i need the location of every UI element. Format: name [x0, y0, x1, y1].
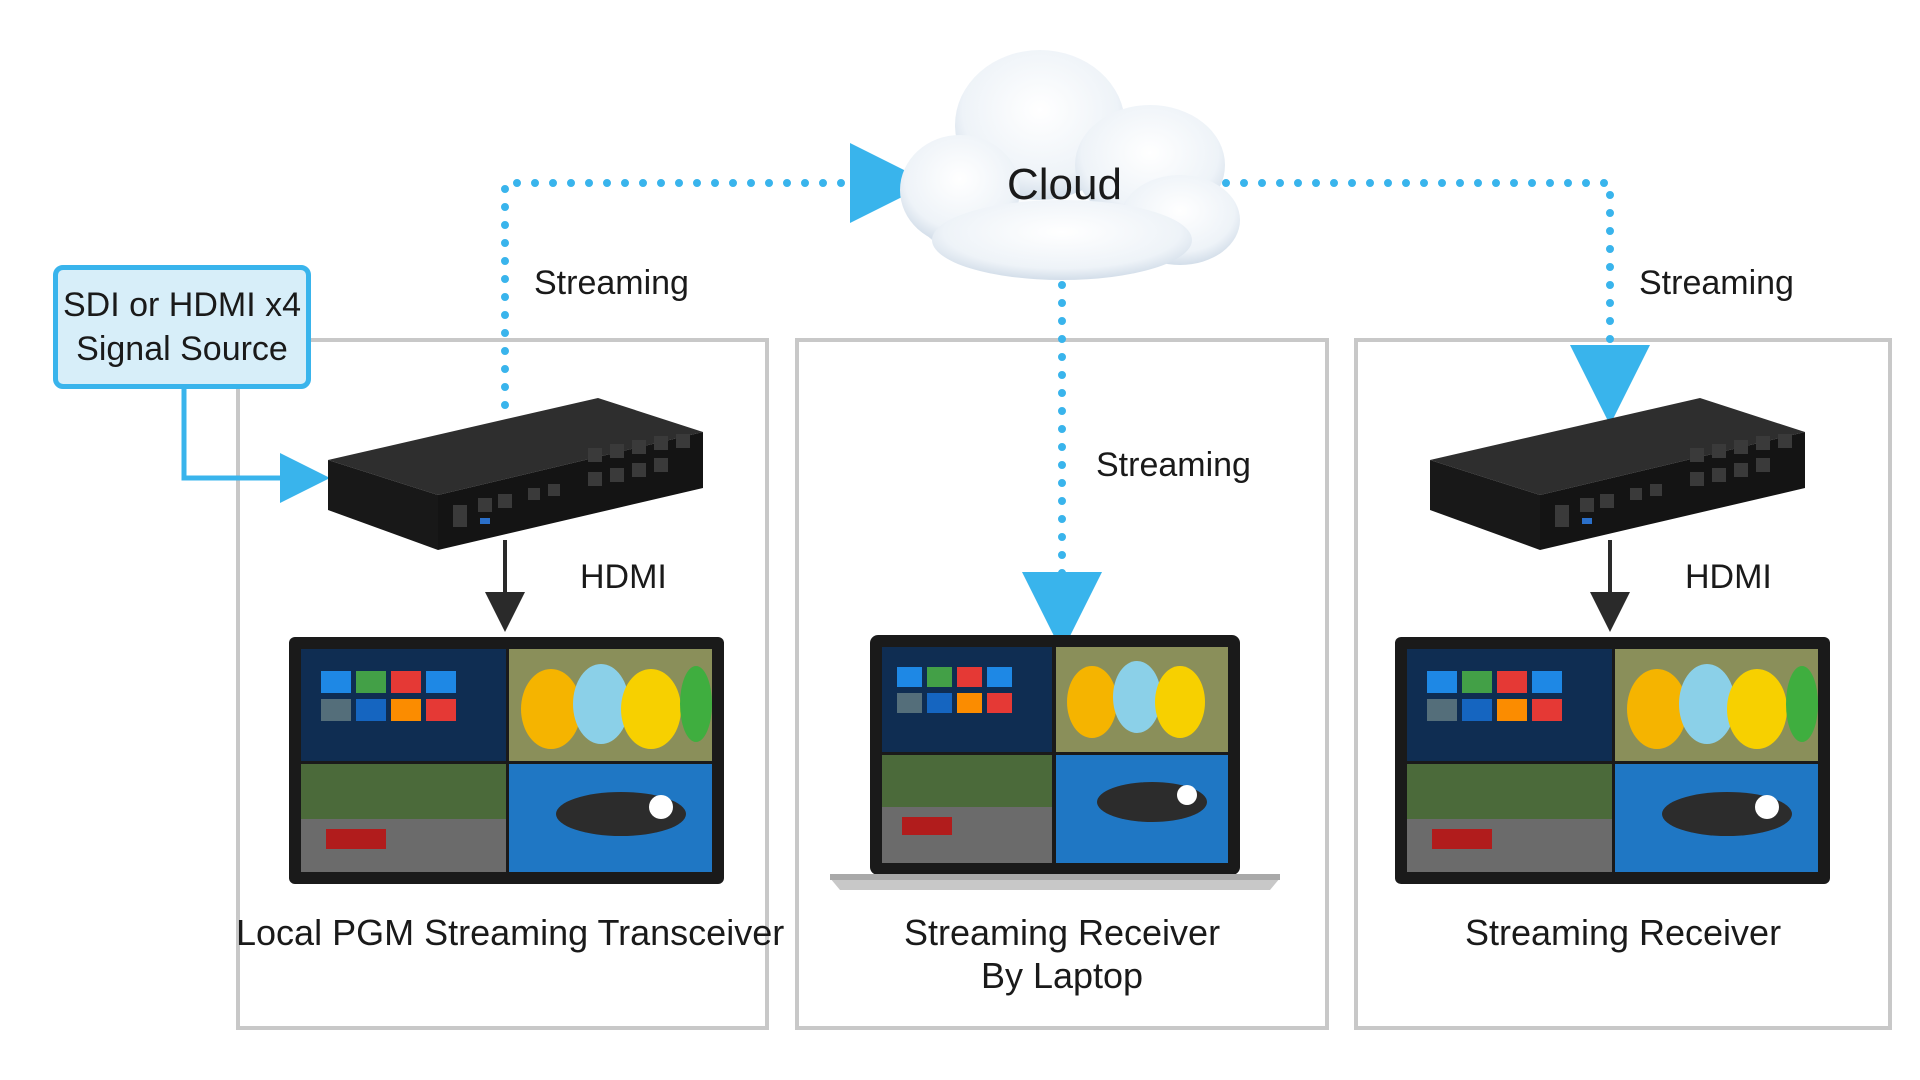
streaming-label-receiver: Streaming: [1639, 264, 1794, 302]
streaming-label-laptop: Streaming: [1096, 446, 1251, 484]
source-line-1: SDI or HDMI x4: [62, 286, 302, 324]
caption-receiver: Streaming Receiver: [1464, 912, 1782, 953]
monitor-receiver: [1395, 637, 1830, 884]
hdmi-label-receiver: HDMI: [1685, 558, 1772, 596]
caption-laptop-line1: Streaming Receiver: [903, 912, 1221, 953]
cloud-label: Cloud: [1007, 160, 1122, 209]
source-line-2: Signal Source: [76, 330, 288, 368]
laptop-receiver: [830, 635, 1280, 890]
edge-local-to-cloud: [501, 143, 930, 409]
cloud-icon: [900, 50, 1240, 280]
caption-local-transceiver: Local PGM Streaming Transceiver: [236, 912, 785, 953]
signal-source-box: SDI or HDMI x4 Signal Source: [53, 265, 311, 389]
edge-source-to-device: [181, 389, 330, 503]
edge-cloud-to-receiver: [1186, 179, 1650, 425]
monitor-local: [289, 637, 724, 884]
streaming-device-receiver: [1430, 398, 1805, 550]
caption-laptop-line2: By Laptop: [980, 955, 1144, 996]
streaming-label-local: Streaming: [534, 264, 689, 302]
hdmi-label-local: HDMI: [580, 558, 667, 596]
streaming-device-local: [328, 398, 703, 550]
